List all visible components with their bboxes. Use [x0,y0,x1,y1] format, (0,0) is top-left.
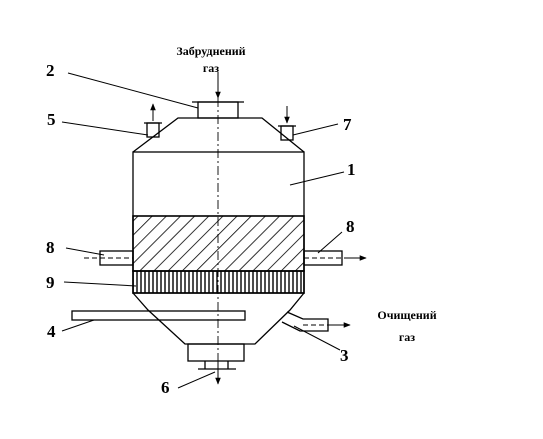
vent-nozzle-right [278,106,296,141]
callout-7: 7 [343,115,352,134]
inlet-gas-label-2: газ [203,61,219,75]
vessel-bottom-cone [132,292,305,345]
callout-3: 3 [340,346,349,365]
callout-5: 5 [47,110,56,129]
outlet-pipe [281,311,351,332]
inlet-gas-label: Забруднений [176,44,245,58]
callout-4: 4 [47,322,56,341]
callout-8-right: 8 [346,217,355,236]
support-grid [132,270,305,294]
vent-nozzle-left [144,103,162,138]
callout-6: 6 [161,378,170,397]
side-nozzle-left [84,250,134,266]
adsorbent-layer [132,215,305,272]
vessel-top-cone [132,117,305,153]
side-nozzle-right [303,250,367,266]
callout-2: 2 [46,61,55,80]
callout-1: 1 [347,160,356,179]
leader-lines [61,72,345,389]
outlet-gas-label-2: газ [399,330,415,344]
callout-8-left: 8 [46,238,55,257]
drain-pipe [187,343,245,385]
outlet-gas-label: Очищений [377,308,436,322]
callout-9: 9 [46,273,55,292]
support-plate [71,310,246,321]
